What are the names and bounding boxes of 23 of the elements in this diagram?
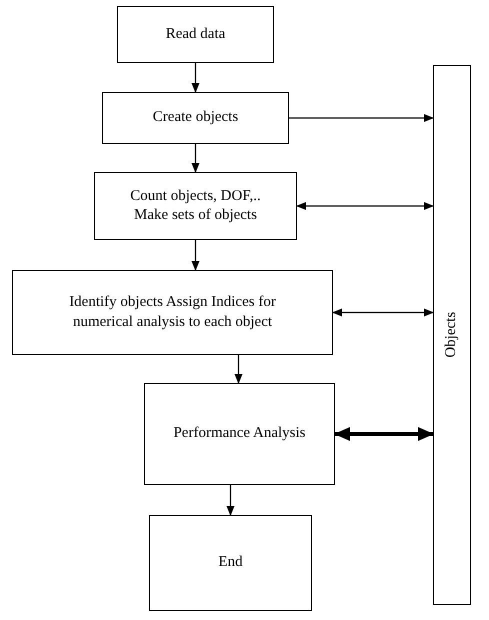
process-box [149,515,312,611]
arrow [334,427,434,441]
process-box [102,92,289,144]
arrow [234,355,242,384]
arrow [192,63,200,93]
arrow [332,308,434,316]
process-box [94,172,297,240]
arrow [289,114,434,122]
arrow [296,202,434,210]
box-label: Read data [166,24,226,44]
arrow [192,240,200,271]
process-box [12,270,333,355]
arrow [226,485,234,516]
process-box [433,65,471,605]
box-label: End [218,553,243,572]
arrow [192,144,200,173]
box-label: Objects [442,312,460,358]
process-box [117,6,274,63]
process-box [144,383,335,485]
box-label: Performance Analysis [173,424,306,444]
box-label: Count objects, DOF,.. Make sets of objects [129,186,262,225]
box-label: Identify objects Assign Indices for numerical analysis to each object [68,293,277,332]
box-label: Create objects [152,108,238,128]
